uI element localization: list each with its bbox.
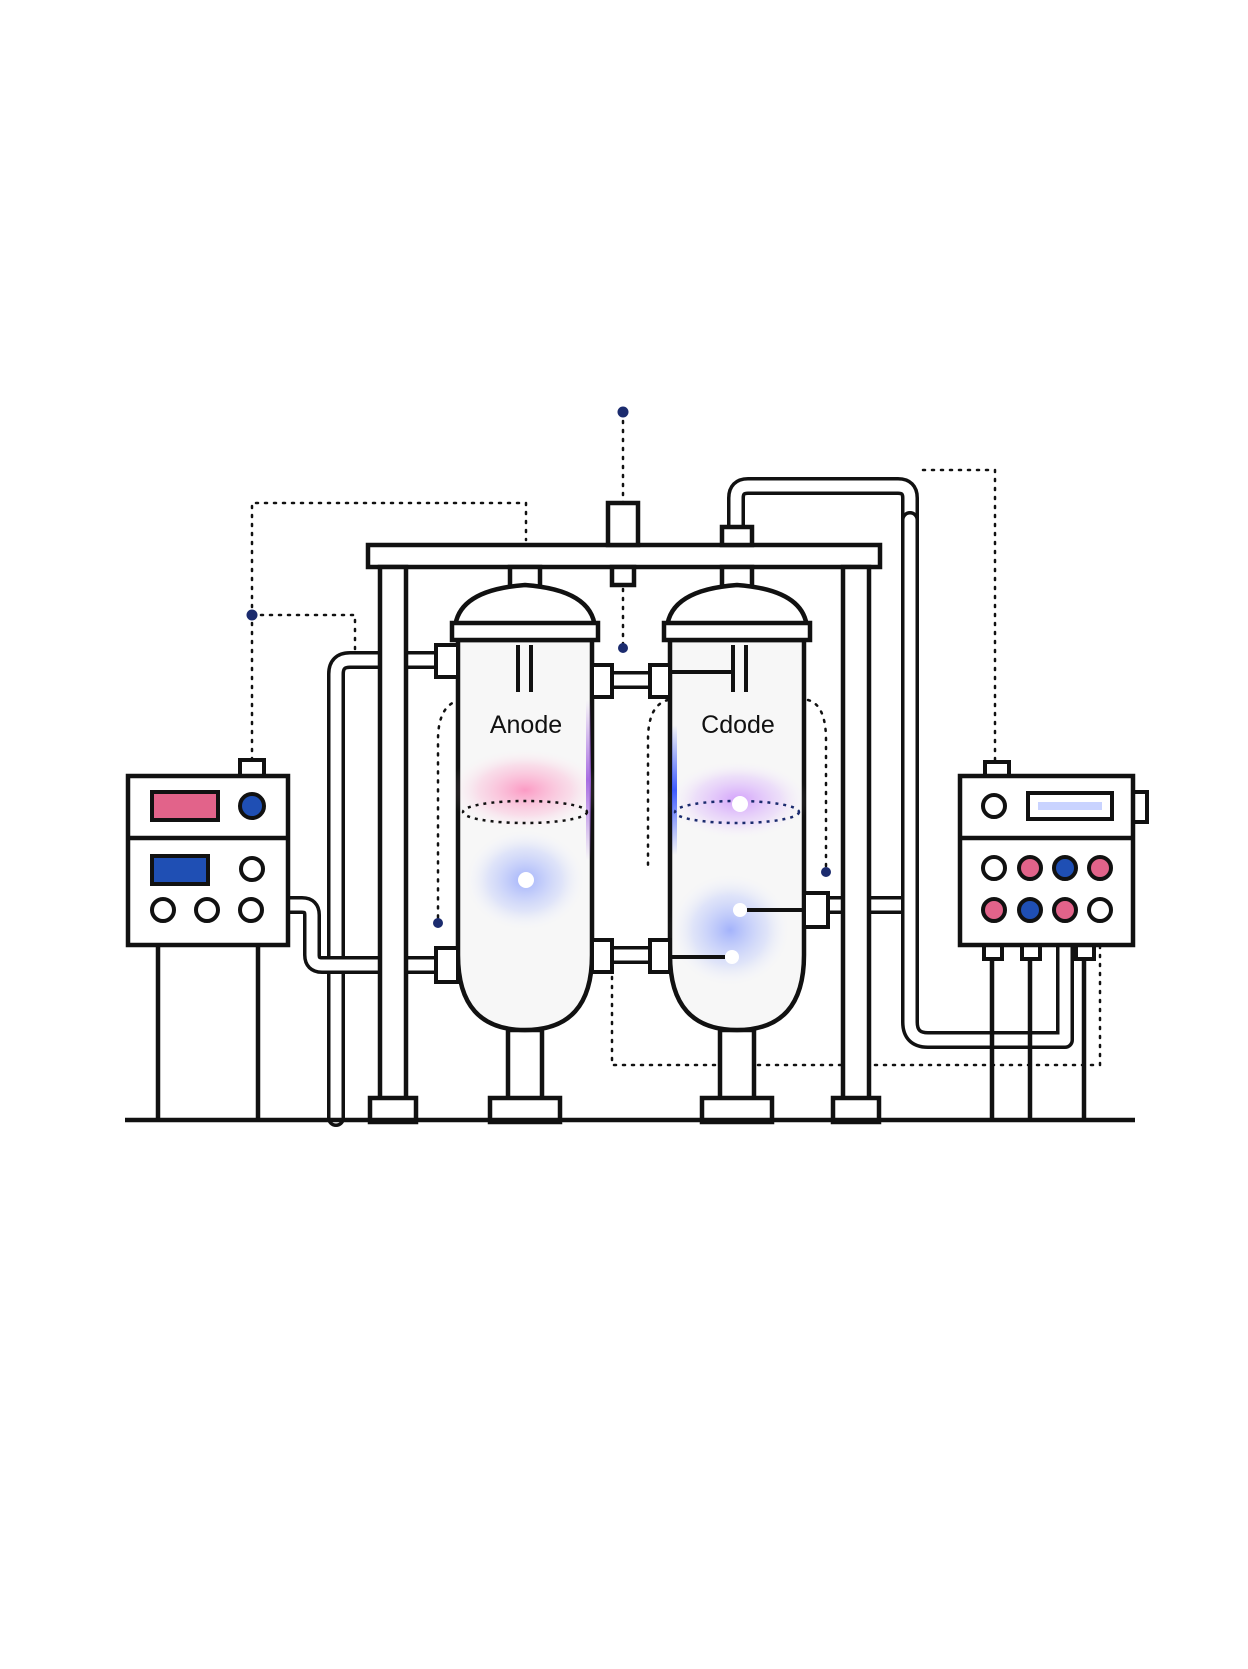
left-column xyxy=(377,564,409,1105)
signal-line-cathode-left xyxy=(646,698,670,872)
knob-icon[interactable] xyxy=(1087,897,1113,923)
pink-display-icon xyxy=(150,790,220,822)
right-column xyxy=(840,564,872,1105)
knob-icon[interactable] xyxy=(238,897,264,923)
top-fixture xyxy=(605,500,641,548)
pink-knob-icon[interactable] xyxy=(1052,897,1078,923)
signal-line-cathode-right xyxy=(806,698,828,872)
knob-icon[interactable] xyxy=(239,856,265,882)
pink-knob-icon[interactable] xyxy=(981,897,1007,923)
signal-line-right-top xyxy=(921,468,997,764)
signal-dot-cathode xyxy=(821,867,831,877)
top-fixture-lower xyxy=(609,564,637,588)
pink-knob-icon[interactable] xyxy=(1087,855,1113,881)
blue-knob-icon[interactable] xyxy=(238,792,266,820)
left-control-panel xyxy=(125,758,291,1118)
signal-dot-left xyxy=(246,609,258,621)
top-beam xyxy=(365,542,883,570)
knob-icon[interactable] xyxy=(150,897,176,923)
right-control-panel xyxy=(957,760,1149,1118)
signal-dot-anode xyxy=(433,918,443,928)
blue-knob-icon[interactable] xyxy=(1052,855,1078,881)
anode-tank: Anode xyxy=(434,564,614,1125)
blue-display-icon xyxy=(150,854,210,886)
signal-dots xyxy=(246,406,831,928)
blue-knob-icon[interactable] xyxy=(1017,897,1043,923)
cathode-label: Cdode xyxy=(701,711,775,739)
signal-line-left-branch xyxy=(250,613,357,652)
signal-line-left-top xyxy=(250,501,528,762)
knob-icon[interactable] xyxy=(981,855,1007,881)
support-frame xyxy=(365,500,883,1125)
pink-knob-icon[interactable] xyxy=(1017,855,1043,881)
knob-icon[interactable] xyxy=(981,793,1007,819)
signal-dot-top xyxy=(617,406,629,418)
anode-label: Anode xyxy=(490,711,562,739)
signal-dot-center xyxy=(618,643,628,653)
knob-icon[interactable] xyxy=(194,897,220,923)
pipes xyxy=(279,477,1074,1127)
cathode-tank: Cdode xyxy=(648,524,830,1125)
